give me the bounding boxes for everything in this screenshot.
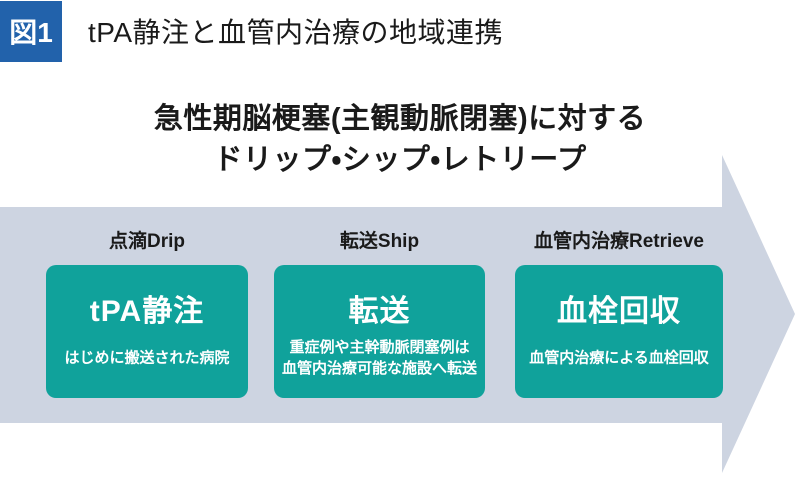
main-heading-line2: ドリップ・シップ・レトリープ bbox=[213, 144, 587, 176]
step-title-transfer: 転送 bbox=[348, 295, 411, 328]
main-heading-line1: 急性期脳梗塞(主観動脈閉塞)に対する bbox=[153, 103, 647, 135]
step-description-thrombectomy: 血管内治療による血栓回収 bbox=[529, 349, 709, 367]
step-description-tpa-injection: はじめに搬送された病院 bbox=[64, 349, 230, 367]
step-box-transfer: 転送 重症例や主幹動脈閉塞例は 血管内治療可能な施設へ転送 bbox=[274, 265, 485, 398]
main-heading: 急性期脳梗塞(主観動脈閉塞)に対する ドリップ・シップ・レトリープ bbox=[0, 99, 800, 181]
phase-label-ship: 転送Ship bbox=[339, 231, 420, 252]
figure-number-badge: 図1 bbox=[0, 0, 62, 62]
step-box-tpa-injection: tPA静注 はじめに搬送された病院 bbox=[46, 265, 248, 398]
phase-label-drip: 点滴Drip bbox=[108, 231, 185, 252]
step-title-tpa-injection: tPA静注 bbox=[89, 295, 205, 328]
figure-title: tPA静注と血管内治療の地域連携 bbox=[88, 17, 504, 48]
step-box-thrombectomy: 血栓回収 血管内治療による血栓回収 bbox=[515, 265, 723, 398]
step-title-thrombectomy: 血栓回収 bbox=[557, 295, 681, 328]
phase-label-retrieve: 血管内治療Retrieve bbox=[534, 231, 704, 252]
figure-header: 図1 tPA静注と血管内治療の地域連携 bbox=[0, 0, 503, 62]
step-description-transfer: 重症例や主幹動脈閉塞例は 血管内治療可能な施設へ転送 bbox=[281, 339, 477, 377]
